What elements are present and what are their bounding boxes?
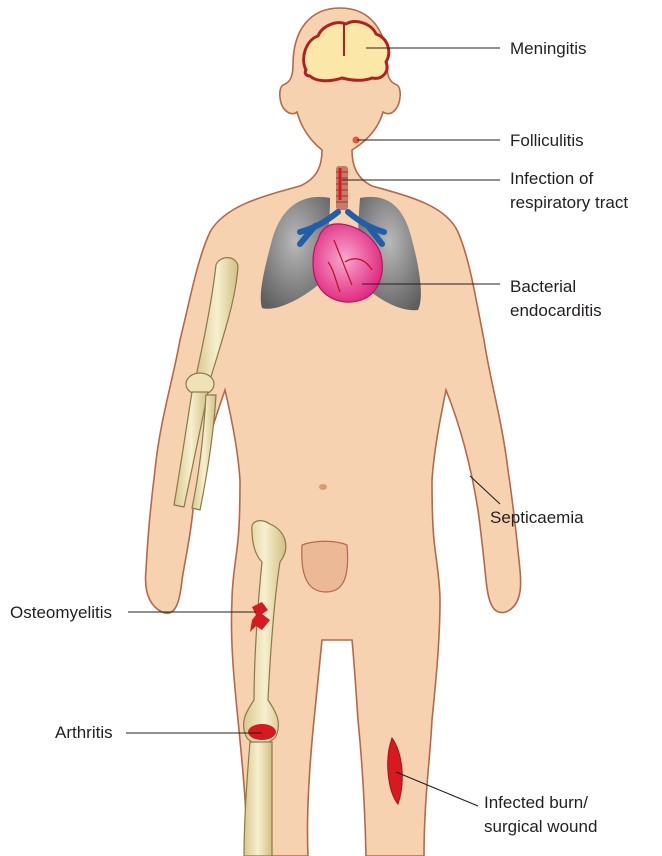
label-endocarditis-line1: Bacterial [510,276,576,297]
label-septicaemia: Septicaemia [490,507,584,528]
label-respiratory-line1: Infection of [510,168,593,189]
body-silhouette [146,8,521,856]
label-burn-line2: surgical wound [484,816,597,837]
label-osteomyelitis: Osteomyelitis [10,602,112,623]
label-meningitis: Meningitis [510,38,587,59]
label-endocarditis-line2: endocarditis [510,300,602,321]
arthritis-lesion [248,724,276,740]
label-arthritis: Arthritis [55,722,113,743]
label-respiratory-line2: respiratory tract [510,192,628,213]
label-burn-line1: Infected burn/ [484,792,588,813]
label-folliculitis: Folliculitis [510,130,584,151]
trachea-icon [336,166,348,210]
